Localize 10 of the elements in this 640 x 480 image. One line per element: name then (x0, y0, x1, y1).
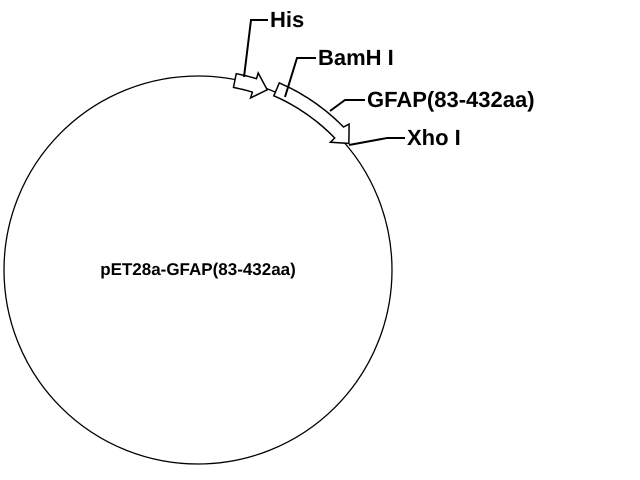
tag-arrow (232, 71, 268, 100)
tag-label: His (270, 8, 304, 32)
leader-line (243, 19, 268, 78)
leader-line (329, 99, 365, 112)
plasmid-name: pET28a-GFAP(83-432aa) (100, 259, 296, 281)
gene-label: GFAP(83-432aa) (367, 88, 535, 112)
site-label: BamH I (318, 46, 394, 70)
leader-line (284, 57, 316, 98)
site-label: Xho I (407, 126, 461, 150)
gene-arrow (272, 82, 350, 144)
